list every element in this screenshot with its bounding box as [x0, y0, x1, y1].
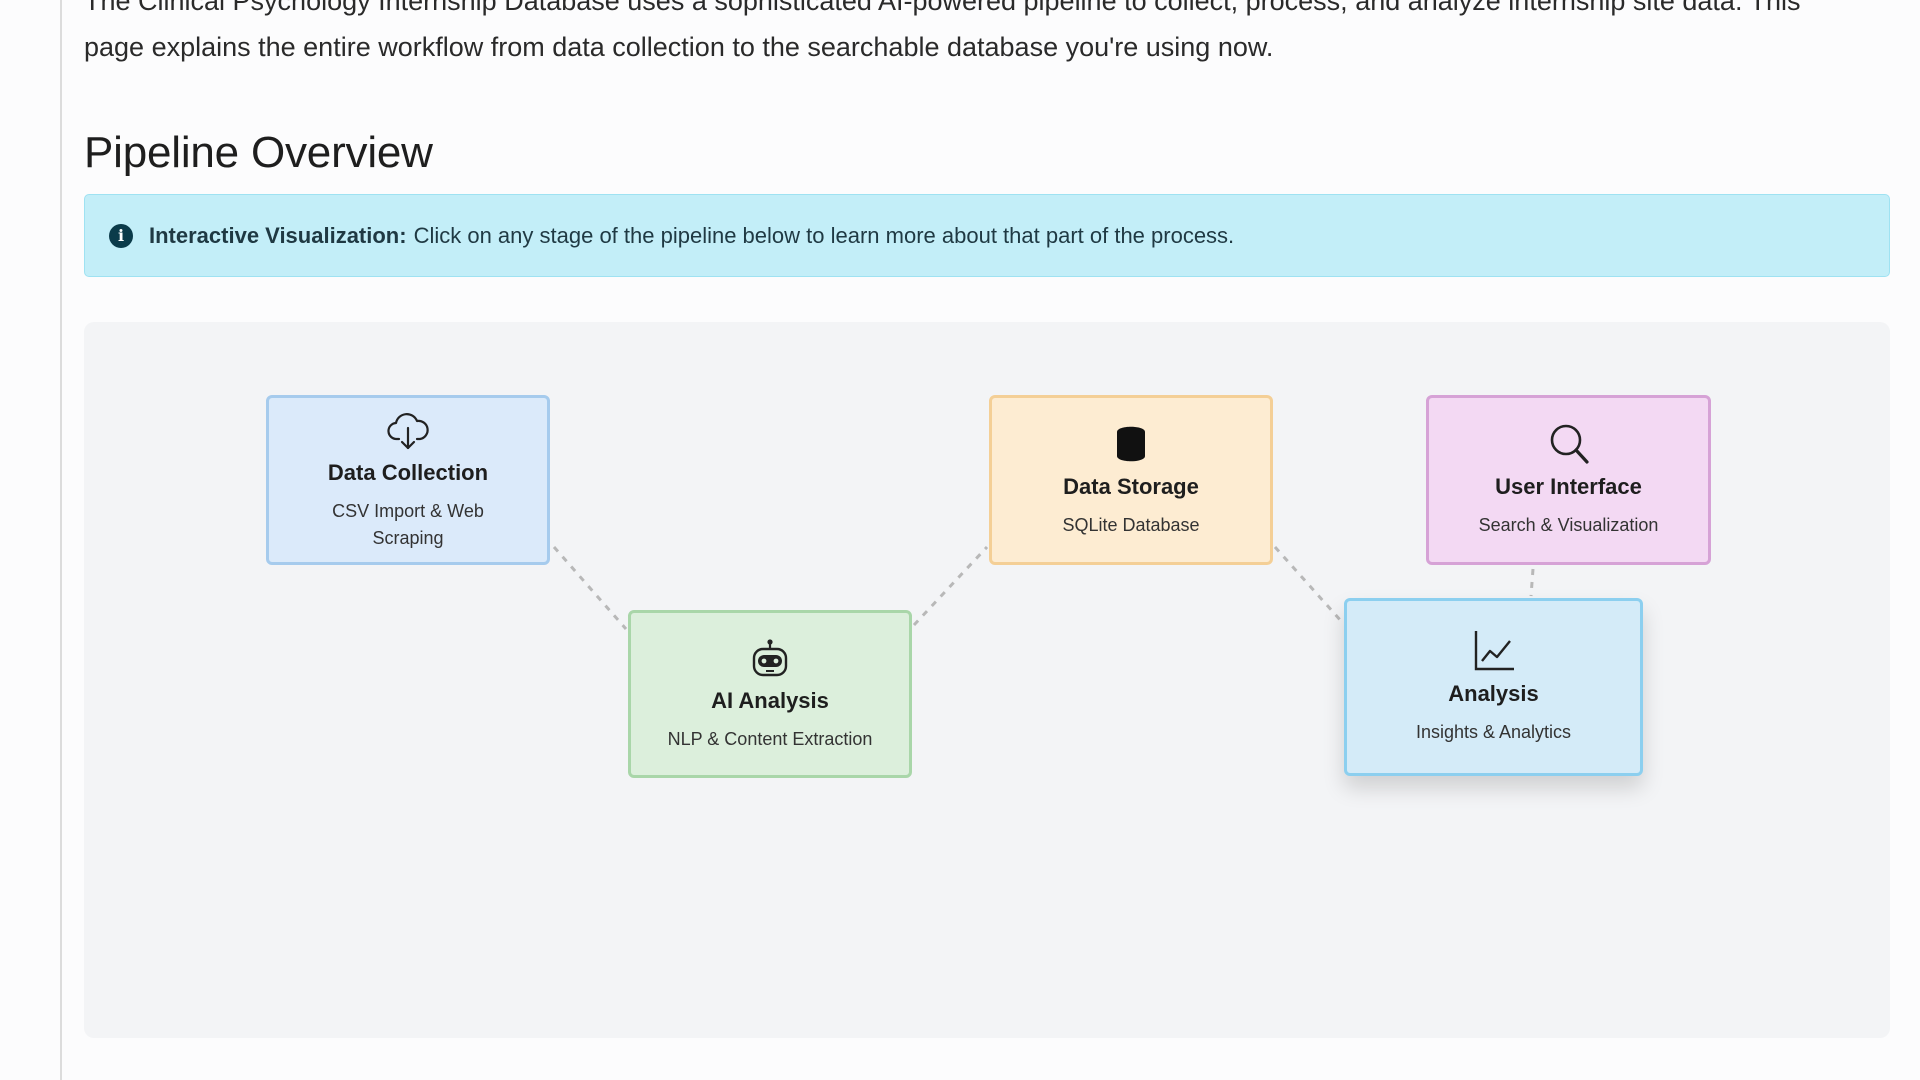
sidebar-divider: [60, 0, 62, 1080]
connector-collect-ai: [552, 546, 628, 630]
stage-subtitle: NLP & Content Extraction: [667, 728, 873, 749]
stage-data-collection[interactable]: Data Collection CSV Import & Web Scrapin…: [266, 395, 550, 565]
stage-user-interface[interactable]: User Interface Search & Visualization: [1426, 395, 1711, 565]
stage-title: Data Collection: [327, 460, 489, 485]
stage-data-storage[interactable]: Data Storage SQLite Database: [989, 395, 1273, 565]
info-icon: i: [109, 223, 133, 248]
line-chart-icon: [1474, 630, 1514, 670]
info-alert: i Interactive Visualization: Click on an…: [84, 194, 1890, 277]
intro-paragraph: The Clinical Psychology Internship Datab…: [84, 0, 1801, 62]
section-title: Pipeline Overview: [84, 128, 433, 177]
stage-title: AI Analysis: [711, 687, 829, 713]
stage-subtitle: Insights & Analytics: [1415, 721, 1572, 742]
cloud-download-icon: [387, 413, 429, 450]
stage-ai-analysis[interactable]: AI Analysis NLP & Content Extraction: [628, 610, 912, 778]
alert-text: Click on any stage of the pipeline below…: [413, 222, 1235, 248]
alert-title: Interactive Visualization:: [149, 222, 407, 248]
pipeline-visualization: Data Collection CSV Import & Web Scrapin…: [84, 322, 1890, 1038]
robot-icon: [752, 638, 788, 676]
stage-title: Data Storage: [1063, 473, 1199, 499]
connector-analysis-ui: [1529, 568, 1535, 597]
connector-ai-storage: [912, 545, 989, 627]
stage-title: Analysis: [1448, 680, 1539, 706]
connector-storage-analysis: [1273, 546, 1344, 623]
pipeline-connectors: [552, 545, 1535, 630]
stage-subtitle: SQLite Database: [1062, 514, 1200, 535]
stage-analysis[interactable]: Analysis Insights & Analytics: [1344, 598, 1643, 776]
stage-title: User Interface: [1495, 473, 1642, 499]
stage-subtitle: CSV Import & Web Scraping: [332, 501, 484, 548]
search-icon: [1550, 424, 1589, 464]
database-icon: [1117, 426, 1145, 461]
stage-subtitle: Search & Visualization: [1478, 514, 1659, 535]
